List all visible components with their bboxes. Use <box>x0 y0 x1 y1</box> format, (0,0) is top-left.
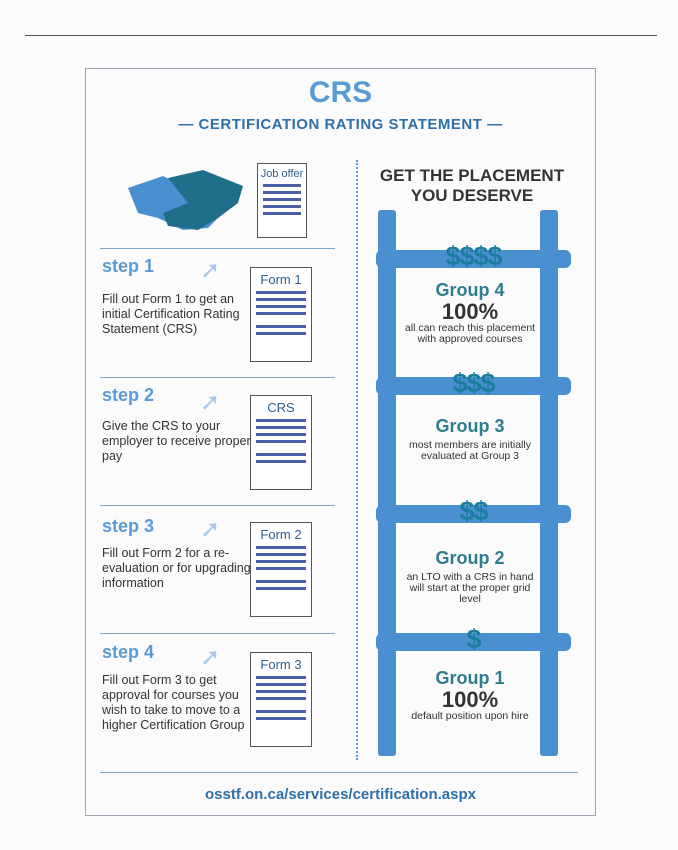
handshake-icon <box>128 170 243 230</box>
divider <box>100 633 335 634</box>
arrow-icon: ➚ <box>200 389 221 416</box>
top-rule <box>25 35 657 36</box>
arrow-icon: ➚ <box>200 516 221 543</box>
dollars-group-2: $$ <box>459 496 488 526</box>
ladder-rung <box>376 250 571 268</box>
step-1-text: Fill out Form 1 to get an initial Certif… <box>102 292 240 336</box>
form-1-document: Form 1 <box>250 267 312 362</box>
step-3-text: Fill out Form 2 for a re-evaluation or f… <box>102 546 251 590</box>
divider <box>100 377 335 378</box>
arrow-icon: ➚ <box>200 257 221 284</box>
infographic-frame <box>85 68 596 816</box>
ladder-rail-right <box>540 210 558 756</box>
ladder-heading: GET THE PLACEMENT YOU DESERVE <box>379 166 565 205</box>
job-offer-document: Job offer <box>257 163 307 238</box>
dollars-group-3: $$$ <box>452 368 495 398</box>
step-4-text: Fill out Form 3 to get approval for cour… <box>102 673 245 732</box>
ladder-rung <box>376 633 571 651</box>
page-subtitle: — CERTIFICATION RATING STATEMENT — <box>178 116 503 133</box>
divider <box>100 505 335 506</box>
form-3-document: Form 3 <box>250 652 312 747</box>
ladder-rung <box>376 505 571 523</box>
dollars-group-1: $ <box>466 624 481 654</box>
crs-document: CRS <box>250 395 312 490</box>
ladder-rail-left <box>378 210 396 756</box>
ladder-rung <box>376 377 571 395</box>
dotted-divider <box>356 160 358 760</box>
footer-url[interactable]: osstf.on.ca/services/certification.aspx <box>205 786 476 803</box>
dollars-group-4: $$$$ <box>445 241 502 271</box>
step-2-title: step 2 <box>102 385 155 405</box>
page-title: CRS <box>308 76 373 109</box>
form-2-document: Form 2 <box>250 522 312 617</box>
step-2-text: Give the CRS to your employer to receive… <box>102 419 251 463</box>
divider <box>100 248 335 249</box>
footer-divider <box>100 772 578 773</box>
step-4-title: step 4 <box>102 642 155 662</box>
step-1-title: step 1 <box>102 256 155 276</box>
arrow-icon: ➚ <box>200 644 221 671</box>
step-3-title: step 3 <box>102 516 155 536</box>
